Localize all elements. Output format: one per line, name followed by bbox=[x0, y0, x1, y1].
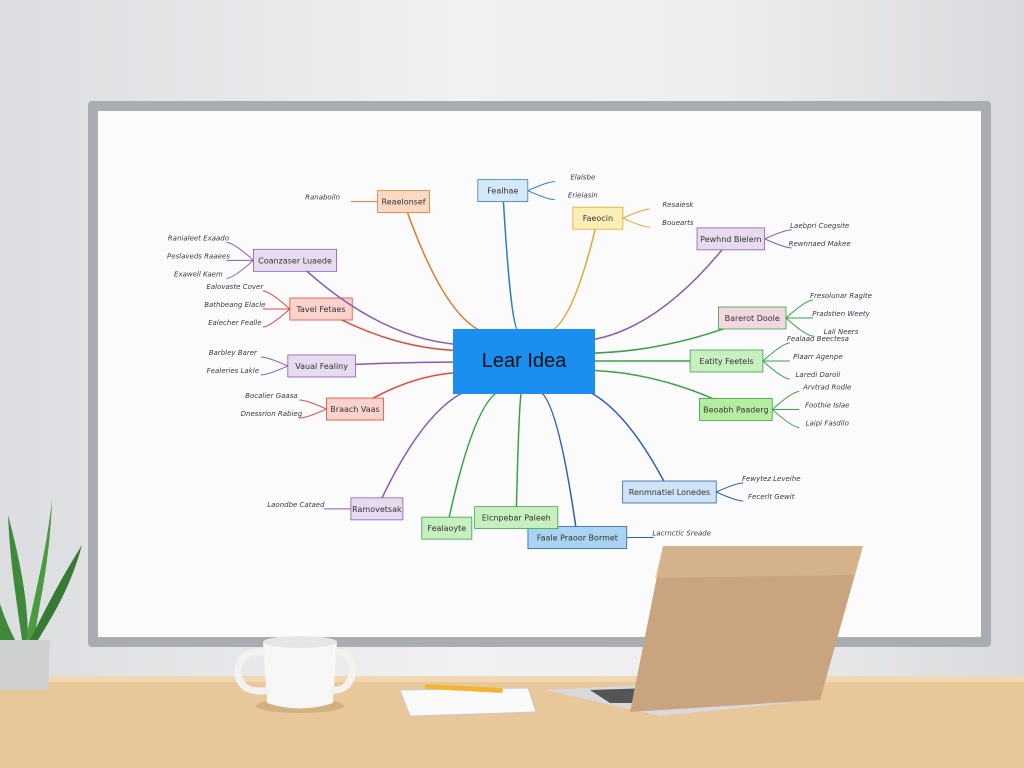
branch: Coanzaser Luaede Ranialeet ExaadoPeslaved… bbox=[167, 234, 474, 346]
leaf-line bbox=[762, 360, 790, 380]
branch-node bbox=[421, 516, 473, 540]
leaf-line bbox=[785, 299, 814, 319]
leaf-label: Pradstien Weety bbox=[812, 310, 870, 318]
branch-label: Elcnpebar Paleeh bbox=[482, 514, 551, 523]
leaf-label: Arvtrad Rodle bbox=[802, 383, 851, 391]
leaf-label: Bathbeang Elacle bbox=[204, 301, 265, 309]
leaf-label: Rewnnaed Makee bbox=[789, 240, 851, 248]
leaf-label: Barbley Barer bbox=[209, 349, 258, 357]
leaf-line bbox=[260, 356, 289, 367]
leaf-line bbox=[299, 408, 327, 419]
branch-label: Beoabh Paaderg bbox=[703, 405, 768, 414]
branch-node bbox=[699, 398, 773, 421]
leaf-label: Fewytez Leveihe bbox=[742, 475, 801, 483]
branch-label: Reaelonsef bbox=[382, 198, 426, 207]
leaf-label: Fealeries Lakle bbox=[207, 367, 259, 375]
leaf-line bbox=[622, 217, 650, 228]
branch-label: Pewhnd Blelem bbox=[700, 235, 762, 244]
leaf-line bbox=[716, 491, 744, 502]
branch-label: Fealaoyte bbox=[427, 524, 466, 533]
leaf-label: Foothie Islae bbox=[805, 401, 850, 409]
leaf-line bbox=[785, 317, 814, 337]
leaf-label: Laredi Daroli bbox=[796, 371, 841, 379]
branch-label: Faale Praoor Bormet bbox=[537, 534, 618, 543]
leaf-line bbox=[527, 181, 555, 192]
leaf-line bbox=[764, 229, 792, 240]
leaf-label: Ranialeet Exaado bbox=[168, 234, 229, 242]
branch-label: Barerot Doole bbox=[725, 314, 780, 323]
leaf-line bbox=[299, 399, 327, 410]
leaf-line bbox=[262, 290, 291, 310]
branch-label: Renmnatiel Lonedes bbox=[629, 488, 710, 497]
branch-node bbox=[474, 506, 559, 530]
leaf-label: Ealecher Fealle bbox=[208, 319, 261, 327]
leaf-line bbox=[622, 208, 650, 219]
leaf-label: Erieiasin bbox=[568, 192, 598, 200]
branch-label: Braach Vaas bbox=[330, 405, 379, 414]
leaf-label: Plaarr Agenpe bbox=[793, 353, 842, 361]
branch-node bbox=[689, 349, 764, 373]
leaf-label: Fresolunar Ragite bbox=[810, 292, 872, 300]
branch-node bbox=[717, 306, 787, 330]
branch-label: Faeocin bbox=[583, 214, 613, 223]
notebook bbox=[399, 684, 537, 717]
leaf-label: Peslaveds Raaees bbox=[167, 252, 230, 260]
branch-label: Ramovetsak bbox=[352, 505, 402, 514]
branch-label: Coanzaser Luaede bbox=[258, 256, 332, 265]
branch-label: Eatity Feetels bbox=[699, 357, 753, 366]
leaf-line bbox=[262, 308, 291, 328]
coffee-mug bbox=[234, 636, 357, 713]
branch-label: Tavel Fetaes bbox=[295, 305, 345, 314]
leaf-label: Ealovaste Cover bbox=[206, 283, 264, 291]
leaf-line bbox=[527, 190, 555, 201]
leaf-line bbox=[771, 390, 800, 410]
pencil bbox=[424, 684, 503, 693]
leaf-label: Dnessrion Rabieg bbox=[241, 410, 303, 418]
laptop bbox=[545, 546, 863, 716]
leaf-line bbox=[771, 409, 800, 428]
branch-label: Fealhae bbox=[487, 187, 518, 196]
leaf-label: Bouearts bbox=[662, 219, 694, 227]
central-node: Lear Idea bbox=[453, 329, 595, 394]
leaf-label: Resaiesk bbox=[662, 201, 694, 209]
leaf-label: Fecerlt Gewit bbox=[748, 493, 795, 501]
leaf-label: Lacrnctic Sreade bbox=[652, 530, 711, 538]
branch: Ramovetsak Laondbe Cataed bbox=[267, 384, 490, 521]
central-node-box bbox=[453, 329, 595, 394]
branch: Barerot Doole Fresolunar RagitePradstien … bbox=[581, 292, 872, 354]
branch-label: Vaual Fealiny bbox=[295, 362, 348, 371]
branch-node bbox=[696, 227, 766, 251]
leaf-label: Ranaboiln bbox=[305, 194, 340, 202]
leaf-label: Bocalier Gaasa bbox=[245, 392, 297, 400]
leaf-label: Fealaad Beectesa bbox=[787, 335, 849, 343]
leaf-label: Exawell Kaem bbox=[174, 270, 223, 278]
leaf-line bbox=[764, 238, 792, 249]
desk-edge bbox=[0, 676, 1024, 682]
branch-node bbox=[527, 526, 628, 549]
leaf-line bbox=[226, 241, 254, 261]
leaf-label: Laondbe Cataed bbox=[267, 501, 325, 509]
leaf-label: Elalsbe bbox=[570, 174, 595, 182]
branch-line bbox=[294, 259, 474, 346]
leaf-line bbox=[716, 482, 744, 493]
central-node-label: Lear Idea bbox=[482, 350, 567, 372]
leaf-label: Lali Neers bbox=[824, 328, 859, 336]
leaf-label: Laipi Fasdilo bbox=[806, 419, 849, 427]
leaf-label: Laebpri Coegsite bbox=[790, 222, 849, 230]
potted-plant bbox=[0, 500, 82, 690]
leaf-line bbox=[226, 259, 254, 279]
leaf-line bbox=[260, 365, 289, 376]
leaf-line bbox=[762, 342, 790, 362]
